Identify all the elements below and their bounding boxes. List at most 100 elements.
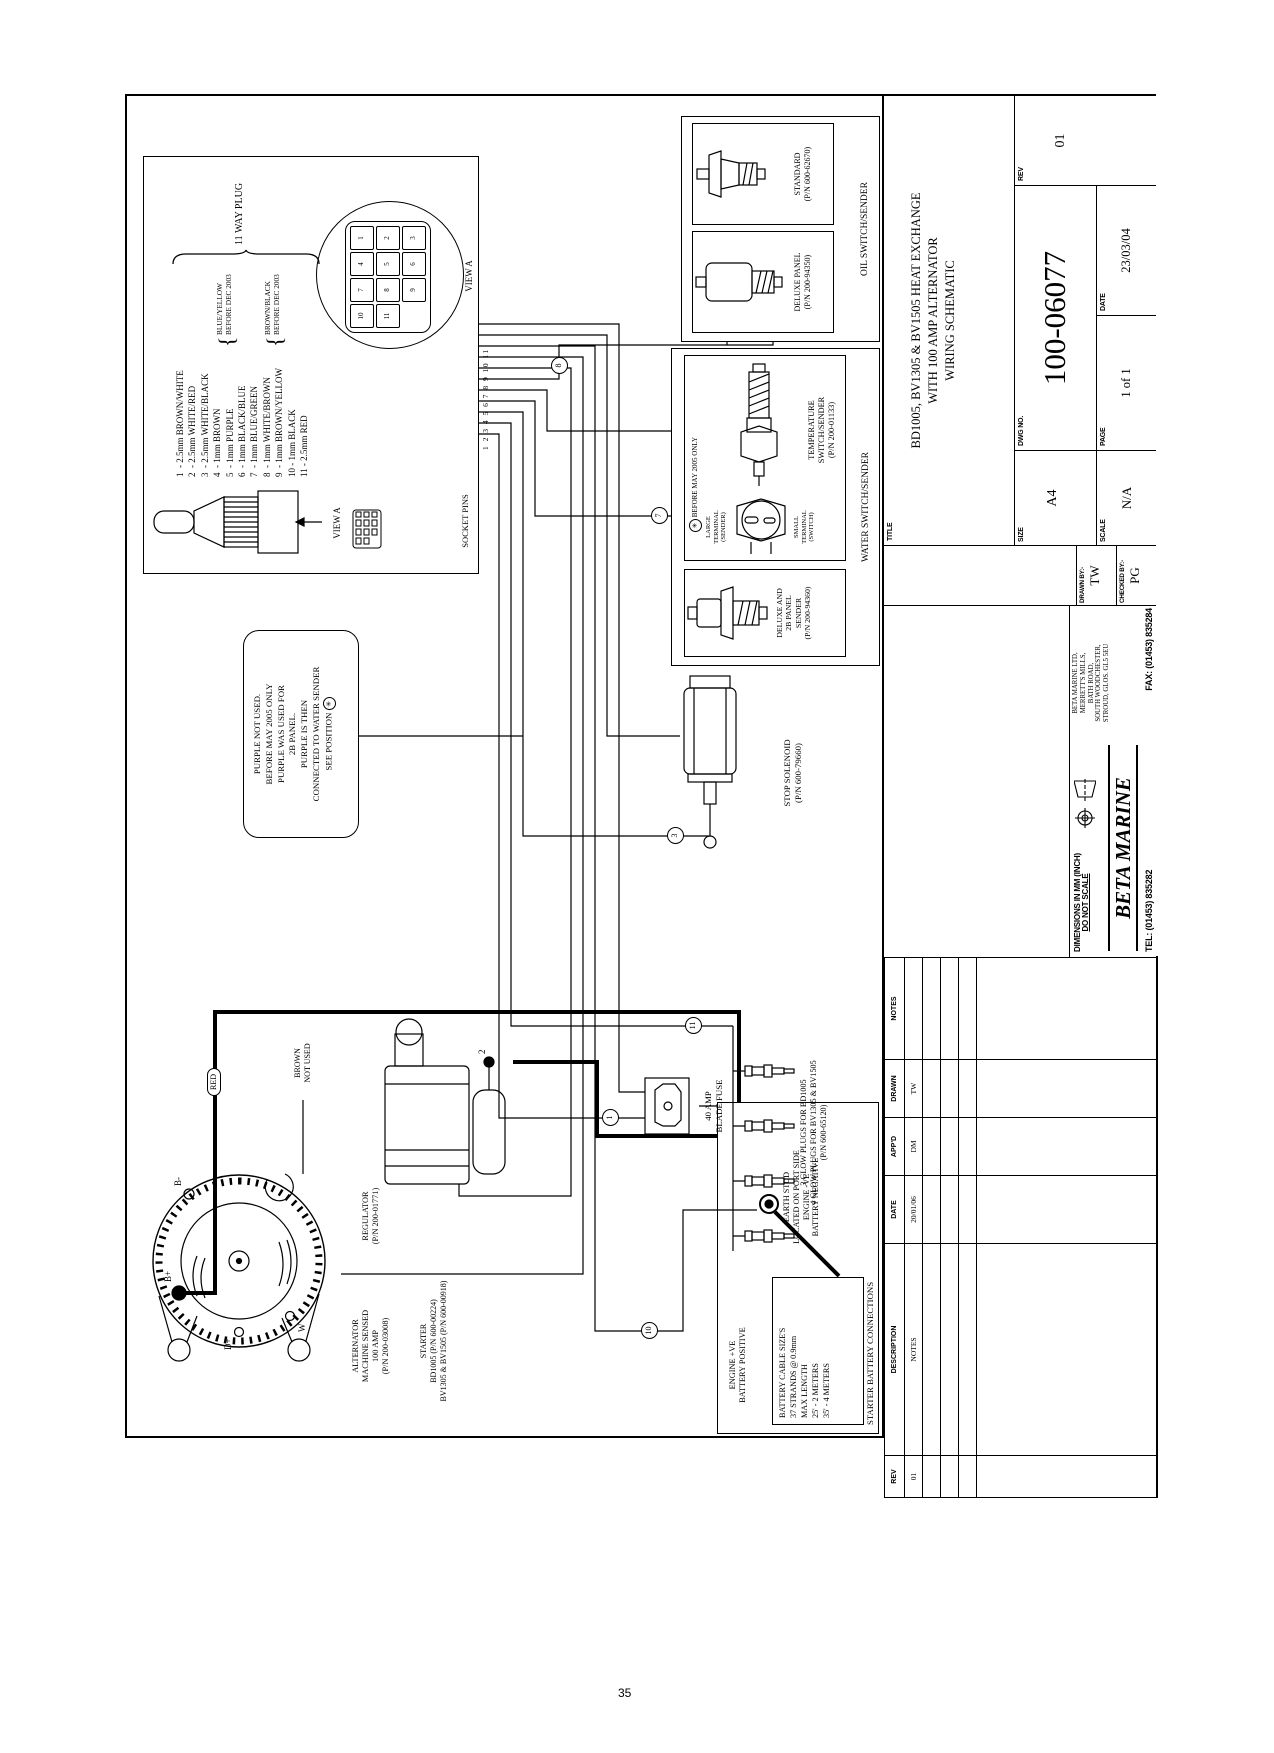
glow-plugs-caption: 3 GLOW PLUGS FOR BD1005 4 GLOW PLUGS FOR… [799, 1060, 828, 1205]
plug-pin: 5 [376, 252, 400, 276]
stop-solenoid-icon [683, 675, 737, 849]
stop-solenoid-caption: STOP SOLENOID (P/N 600-79660) [782, 739, 803, 807]
plug-pin: 6 [402, 252, 426, 276]
checked-by-value: PG [1127, 567, 1142, 584]
temp-caption: TEMPERATURE SWITCH/SENDER (P/N 200-01133… [807, 396, 836, 464]
dwg-no-cell: DWG NO. 100-06077 [1014, 186, 1096, 451]
plug-group-brace [172, 249, 320, 265]
wire-list-item: 8 - 1mm WHITE/BROWN [261, 377, 272, 477]
red-wire-label: RED [207, 1068, 221, 1096]
wire-list-item: 11 - 2.5mm RED [299, 415, 310, 477]
socket-pins-label: SOCKET PINS [460, 494, 470, 548]
size-cell: SIZE A4 [1014, 451, 1096, 546]
company-contact: TEL: (01453) 835282 FAX: (01453) 835284 [1144, 608, 1154, 952]
date-value: 23/03/04 [1119, 228, 1133, 273]
plug-face: 10 7 4 1 11 8 5 2 9 6 3 [345, 221, 431, 333]
wire-list-item: 2 - 2.5mm WHITE/RED [187, 385, 198, 477]
wire-list-item: 1 - 2.5mm BROWN/WHITE [175, 370, 185, 477]
water-2b-caption: DELUXE AND 2B PANEL SENDER (P/N 200-9436… [775, 586, 812, 640]
dimensions-note: DIMENSIONS IN MM (INCH) DO NOT SCALE [1073, 853, 1090, 952]
brace-small: { [262, 336, 287, 347]
drawing-title: BD1005, BV1305 & BV1505 HEAT EXCHANGE WI… [909, 192, 957, 449]
starter-caption: STARTER BD1005 (P/N 600-00224) BV1305 & … [419, 1280, 448, 1402]
brown-not-used-label: BROWN NOT USED [293, 1028, 312, 1098]
view-a-label-plug: VIEW A [464, 260, 474, 292]
starter-battery-connections-box: ENGINE +VE BATTERY POSITIVE EARTH STUD L… [717, 1102, 879, 1434]
description-col-header: DESCRIPTION [885, 1243, 905, 1455]
page-value: 1 of 1 [1119, 368, 1133, 398]
wire-list-item: 3 - 2.5mm WHITE/BLACK [199, 373, 210, 477]
before-may-note: ✳ BEFORE MAY 2005 ONLY [689, 437, 702, 532]
drawn-checked-cell: DRAWN BY:- TW CHECKED BY:- PG [884, 546, 1156, 606]
oil-switch-sender-group: DELUXE PANEL (P/N 200-94350) STANDARD (P… [681, 116, 880, 342]
plug-pin: 3 [402, 226, 426, 250]
wire-tag-11: 11 [685, 1017, 702, 1034]
dwg-no-value: 100-06077 [1037, 250, 1072, 386]
oil-deluxe-box: DELUXE PANEL (P/N 200-94350) [692, 231, 834, 333]
appd-cell: DM [905, 1117, 923, 1175]
title-block: REV DESCRIPTION DATE APP'D DRAWN NOTES 0… [882, 96, 1158, 1498]
starter-icon: 2 [384, 1018, 506, 1185]
plug-pin: 1 [350, 226, 374, 250]
blade-fuse-icon [644, 1077, 690, 1135]
rev-value: 01 [1053, 133, 1068, 148]
drawing-sheet: B+ D+ W B- 2 [125, 94, 1158, 1498]
water-switch-sender-group: DELUXE AND 2B PANEL SENDER (P/N 200-9436… [671, 348, 880, 666]
rev-col-header: REV [885, 1455, 905, 1497]
company-fax: FAX: (01453) 835284 [1144, 608, 1154, 691]
wiring-harness: B+ D+ W B- 2 [152, 323, 841, 1362]
description-cell: NOTES [905, 1243, 923, 1455]
alt-terminal-w: W [297, 1323, 307, 1332]
oil-deluxe-caption: DELUXE PANEL (P/N 200-94350) [793, 252, 812, 312]
battery-cable-sizes-box: BATTERY CABLE SIZE'S 37 STRANDS @ 0.9mm … [772, 1277, 864, 1425]
temp-sender-face-icon [736, 498, 786, 554]
date-cell: 20/01/06 [905, 1175, 923, 1243]
wire-list-item: 6 - 1mm BLACK/BLUE [237, 385, 248, 478]
fuse-caption: 40 AMP BLADE FUSE [703, 1079, 724, 1133]
plug-title: 11 WAY PLUG [234, 182, 245, 245]
plug-pin: 8 [376, 278, 400, 302]
wire-list-item: 4 - 1mm BROWN [212, 408, 223, 478]
alternator-caption: ALTERNATOR MACHINE SENSED 100 AMP (P/N 2… [351, 1309, 390, 1383]
notes-col-header: NOTES [885, 957, 905, 1059]
page-cell: PAGE 1 of 1 [1096, 316, 1156, 451]
wire-color-list: 1 - 2.5mm BROWN/WHITE 2 - 2.5mm WHITE/RE… [174, 368, 310, 477]
appd-col-header: APP'D [885, 1117, 905, 1175]
wire-list-item: 5 - 1mm PURPLE [224, 408, 235, 477]
projection-symbol-icon [1074, 777, 1096, 828]
oil-pressure-switch-icon [696, 150, 766, 198]
water-2b-sender-icon [687, 586, 768, 640]
oil-standard-box: STANDARD (P/N 600-62670) [692, 123, 834, 225]
revision-table: REV DESCRIPTION DATE APP'D DRAWN NOTES 0… [884, 956, 1158, 1498]
scale-value: N/A [1119, 486, 1134, 510]
plug-pin: 2 [376, 226, 400, 250]
plug-legend-box: VIEW A SOCKET PINS 1 - 2.5mm BROWN/WHITE… [143, 156, 479, 574]
wire-tag-8: 8 [551, 357, 568, 374]
scale-cell: SCALE N/A [1096, 451, 1156, 546]
company-tel: TEL: (01453) 835282 [1144, 869, 1154, 952]
large-terminal-label: LARGE TERMINAL (SENDER) [705, 510, 727, 544]
brace-small: { [214, 336, 239, 347]
starter-battery-connections-caption: STARTER BATTERY CONNECTIONS [865, 1281, 875, 1425]
oil-standard-caption: STANDARD (P/N 600-62670) [793, 146, 812, 202]
water-group-heading: WATER SWITCH/SENDER [861, 451, 871, 563]
brand-block: DIMENSIONS IN MM (INCH) DO NOT SCALE BET… [1069, 606, 1156, 957]
battery-cables [181, 1010, 841, 1295]
temp-sender-side-icon [740, 363, 778, 486]
plug-pin: 11 [376, 304, 400, 328]
checked-by-cell: CHECKED BY:- PG [1116, 546, 1156, 605]
rev-cell: 01 [905, 1455, 923, 1497]
position-star-icon: ✳ [689, 519, 702, 532]
alt-terminal-bplus: B+ [163, 1271, 173, 1282]
oil-group-heading: OIL SWITCH/SENDER [860, 182, 870, 276]
regulator-caption: REGULATOR (P/N 200-01771) [361, 1187, 380, 1245]
company-logo: BETA MARINE [1108, 745, 1138, 951]
glow-plugs [733, 1064, 795, 1243]
small-terminal-label: SMALL TERMINAL (SWITCH) [793, 510, 815, 544]
plug-pin: 10 [350, 304, 374, 328]
wire-list-item: 9 - 1mm BROWN/YELLOW [274, 368, 285, 477]
wire-tag-10: 10 [641, 1322, 658, 1339]
view-a-label-connector: VIEW A [332, 507, 342, 539]
harness-connector-icon [153, 490, 322, 554]
drawn-cell: TW [905, 1059, 923, 1117]
